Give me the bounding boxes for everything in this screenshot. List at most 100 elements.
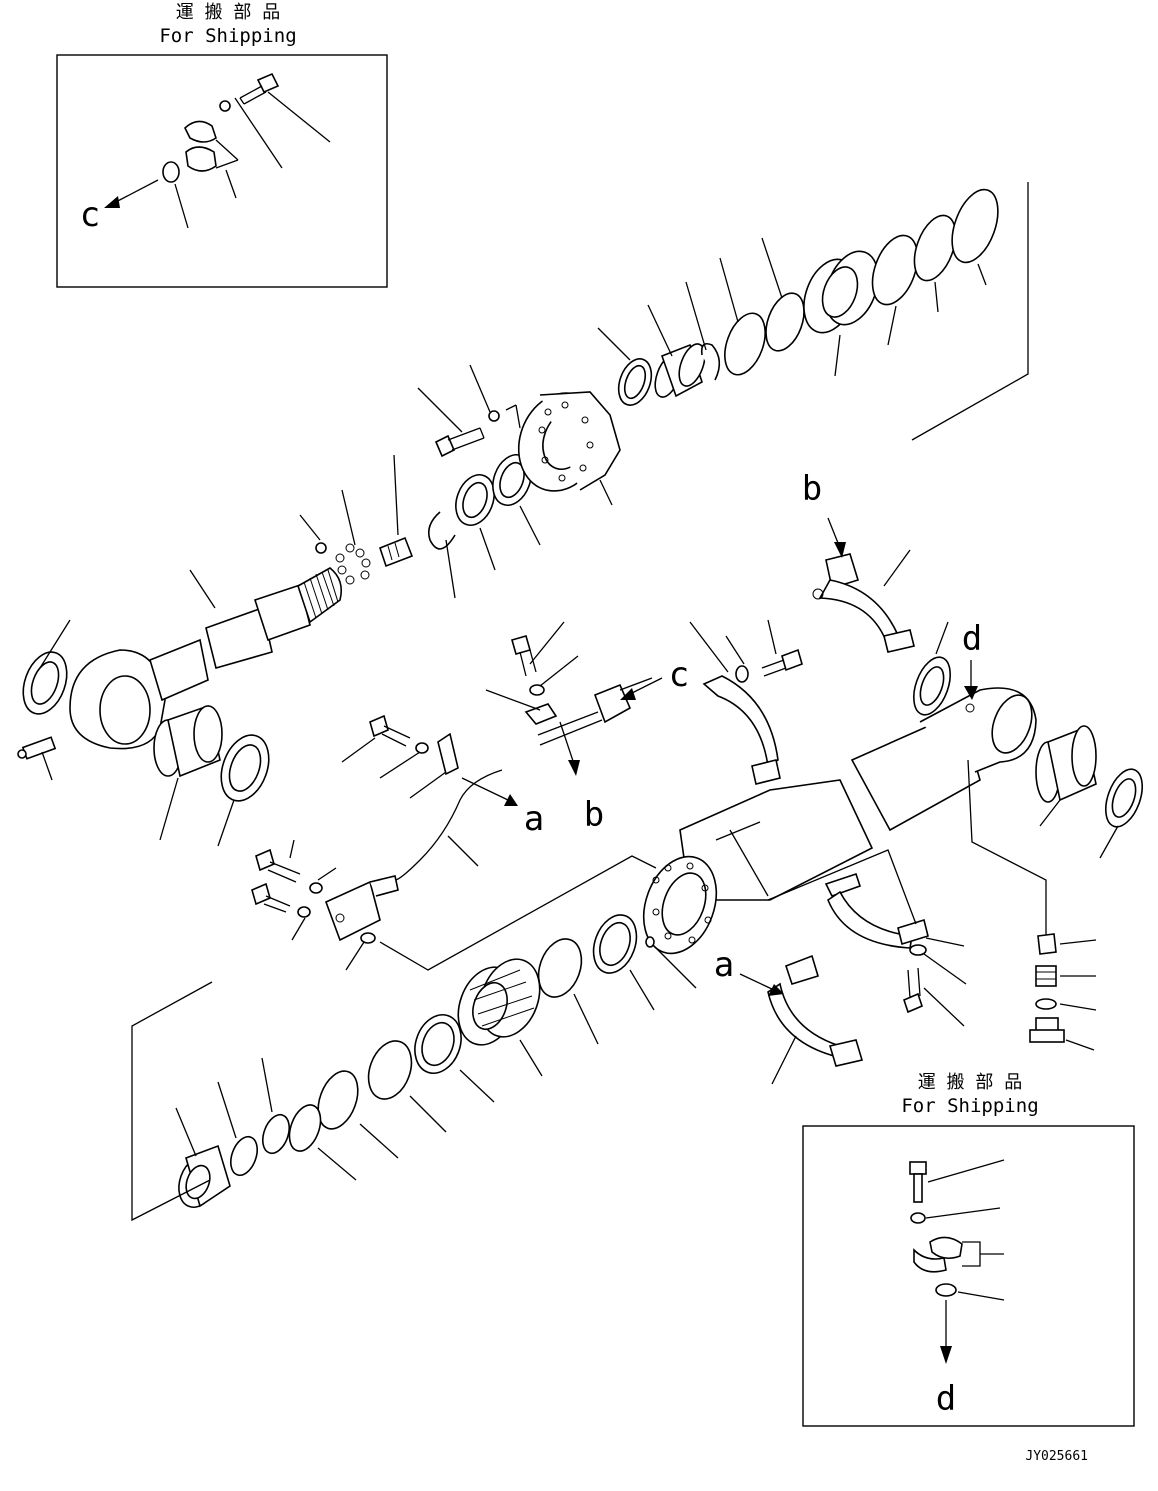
washer-part	[297, 906, 311, 918]
clip-part	[524, 703, 558, 725]
o-ring-part	[1035, 998, 1057, 1010]
washer-part	[219, 100, 231, 112]
clamp-half-part	[913, 1236, 963, 1273]
piston-ring-inner	[421, 1021, 455, 1067]
leader-lines	[39, 182, 1029, 847]
arrow-head-icon	[620, 688, 636, 700]
seal-ring-part	[951, 188, 999, 264]
ref-label-c: c	[669, 655, 689, 695]
rod-bushing-part	[654, 343, 706, 398]
slide-ring-part	[537, 938, 583, 998]
o-ring-part	[765, 292, 805, 352]
box-top-en-label: For Shipping	[159, 25, 296, 47]
grease-fitting-part	[17, 736, 57, 760]
rod-eye-bore	[99, 675, 151, 745]
bolt-part	[903, 967, 923, 1014]
ref-label-d: d	[962, 619, 982, 659]
cylinder-head-part	[517, 391, 621, 492]
clamp-half-part	[184, 120, 217, 172]
snap-ring-part	[427, 511, 456, 550]
ref-label-b: b	[584, 795, 604, 835]
pipe-flange-part	[537, 683, 632, 746]
box-top-jp-label: 運 搬 部 品	[176, 2, 281, 23]
box-top-frame	[56, 54, 388, 288]
set-screw-part	[645, 936, 655, 948]
bushing-ring-inner	[499, 461, 525, 499]
piston-rod-assembly	[17, 182, 1029, 847]
for-shipping-box-top: 運 搬 部 品 For Shipping c	[56, 2, 388, 288]
o-ring-part	[360, 932, 376, 944]
arrow-head-icon	[940, 1346, 952, 1364]
bolt-part	[255, 848, 301, 883]
cylinder-tube-assembly: d	[131, 619, 1144, 1222]
bolt-part	[239, 72, 280, 105]
wear-ring-inner	[599, 921, 631, 967]
rod-shaft-part	[149, 638, 209, 702]
seal-ring-inner	[1111, 778, 1137, 818]
arrow-head-icon	[104, 196, 120, 208]
cylinder-bottom-part	[919, 687, 1037, 773]
arrow-shaft	[739, 973, 775, 991]
arrow-shaft	[111, 179, 159, 205]
leader-line	[234, 97, 283, 169]
leader-line	[174, 183, 189, 229]
washer-part	[735, 665, 749, 683]
ref-label-d: d	[936, 1379, 956, 1419]
plug-part	[1029, 1017, 1065, 1043]
washer-part	[488, 410, 500, 422]
leader-line	[267, 91, 331, 143]
shim-part	[162, 161, 180, 183]
backup-ring-part	[724, 312, 766, 376]
bolt-part	[251, 882, 291, 913]
bolt-part	[909, 1161, 927, 1203]
leader-line	[215, 139, 239, 161]
wear-ring-part	[367, 1040, 413, 1100]
piston-nut-part	[178, 1144, 231, 1208]
arrow-head-icon	[504, 794, 518, 806]
box-bottom-frame	[802, 1125, 1135, 1427]
box-bottom-en-label: For Shipping	[901, 1095, 1038, 1117]
backup-ring-part	[871, 234, 919, 306]
arrow-head-icon	[834, 542, 846, 558]
washer-part	[910, 1212, 926, 1224]
rod-packing-inner	[623, 364, 647, 400]
ref-label-c: c	[80, 195, 100, 235]
pipe-bracket-part	[767, 954, 864, 1067]
set-screw-part	[379, 536, 414, 568]
for-shipping-box-bottom: 運 搬 部 品 For Shipping d	[802, 1072, 1135, 1427]
washer-part	[309, 882, 323, 894]
pipe-and-brackets: a b c b	[251, 469, 915, 971]
dust-seal-inner	[228, 744, 262, 792]
ref-label-a: a	[524, 799, 544, 839]
o-ring-part	[262, 1113, 290, 1155]
flange-block-part	[324, 875, 399, 942]
arrow-shaft	[629, 677, 663, 695]
snap-ring-part	[700, 342, 721, 381]
washer-part	[529, 684, 545, 696]
pipe-bracket-part	[812, 553, 915, 653]
o-ring-part	[913, 214, 957, 282]
shim-part	[935, 1283, 957, 1297]
o-ring-part	[230, 1135, 258, 1177]
backup-ring-inner	[462, 481, 488, 519]
arrow-head-icon	[568, 760, 580, 776]
rod-end-part	[253, 583, 311, 642]
pipe-bracket-part	[824, 872, 929, 949]
o-ring-part	[288, 1104, 322, 1152]
hose-part	[394, 769, 503, 881]
piston-part	[457, 958, 541, 1046]
drawing-number: JY025661	[1025, 1449, 1088, 1464]
dust-seal-inner	[919, 666, 945, 706]
plug-part	[1037, 933, 1057, 955]
box-bottom-jp-label: 運 搬 部 品	[918, 1072, 1023, 1093]
arrow-shaft	[461, 777, 509, 801]
bolt-part	[369, 714, 411, 747]
arrow-head-icon	[768, 984, 784, 996]
spring-part	[1035, 965, 1057, 987]
clamp-part	[437, 732, 459, 776]
arrow-head-icon	[964, 686, 978, 700]
steel-ball-ring-part	[335, 543, 371, 585]
bolt-part	[511, 635, 537, 677]
leader-line	[215, 159, 239, 169]
pin-part	[315, 542, 327, 554]
